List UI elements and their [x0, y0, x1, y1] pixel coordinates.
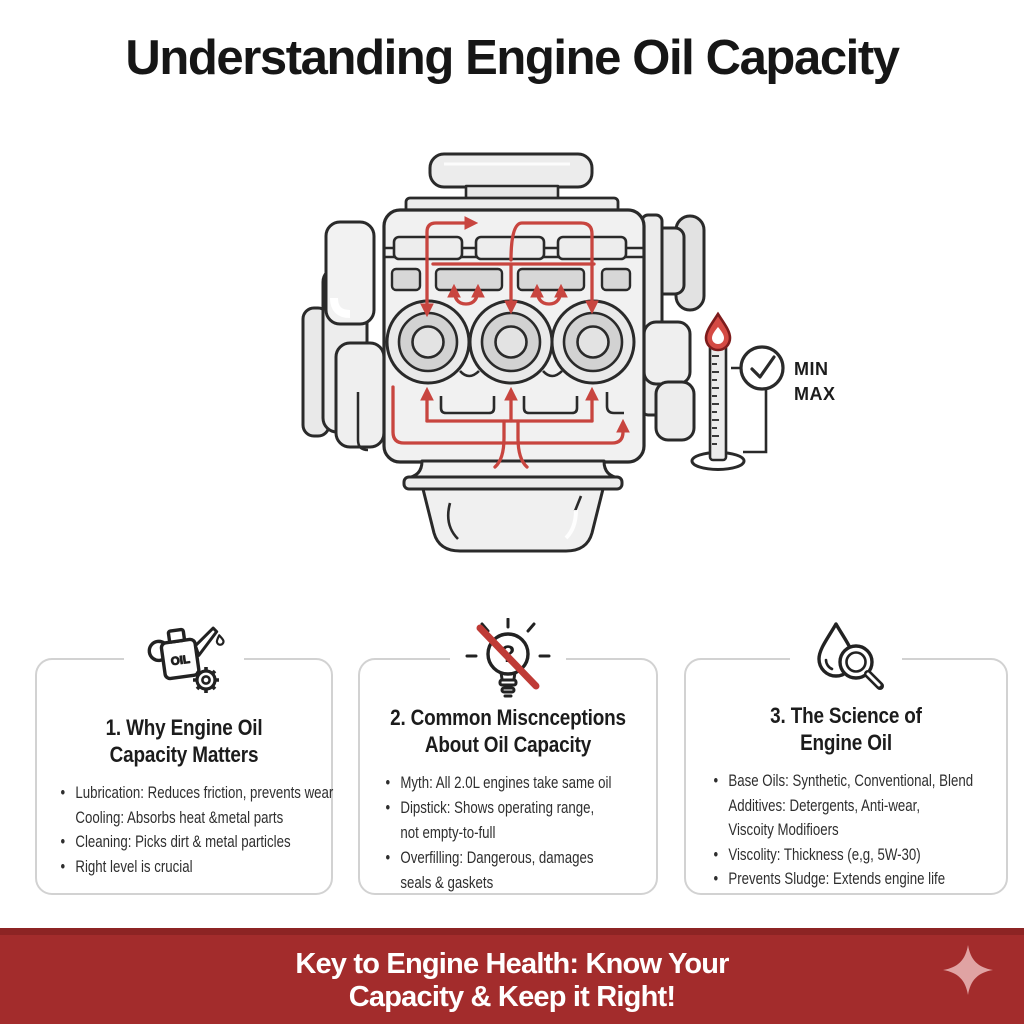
engine-right-attachments — [640, 213, 706, 442]
oil-pan — [402, 459, 624, 553]
bullet-item: Right level is crucial — [59, 855, 363, 880]
card-title: 1. Why Engine Oil Capacity Matters — [105, 715, 263, 767]
oil-level-check: MIN MAX — [731, 345, 836, 454]
card-bullet-list: Lubrication: Reduces friction, prevents … — [59, 781, 363, 879]
dipstick-ticks — [712, 355, 719, 445]
dipstick-min-label: MIN — [794, 359, 829, 379]
card-science-of-engine-oil: 3. The Science of Engine Oil Base Oils: … — [684, 618, 1008, 895]
card-bullet-list: Base Oils: Synthetic, Conventional, Blen… — [712, 769, 1016, 892]
check-circle-icon — [739, 345, 785, 391]
bullet-item: Prevents Sludge: Extends engine life — [712, 867, 1016, 892]
dipstick-max-label: MAX — [794, 384, 836, 404]
engine-left-attachments — [301, 220, 386, 452]
card-bullet-list: Myth: All 2.0L engines take same oil Dip… — [384, 770, 688, 895]
bullet-item: Myth: All 2.0L engines take same oil — [384, 770, 688, 795]
bullet-item: Dipstick: Shows operating range, not emp… — [384, 795, 688, 845]
card-why-capacity-matters: OIL 1. Why Engine Oil Capacity Matters L… — [35, 618, 333, 895]
oil-can-and-gear-icon: OIL — [124, 618, 244, 702]
block-channels — [439, 392, 624, 415]
bullet-item: Viscolity: Thickness (e,g, 5W-30) — [712, 843, 1016, 868]
valve-cover — [404, 152, 620, 215]
min-max-connector — [731, 366, 768, 454]
engine-illustration: MIN MAX — [301, 152, 836, 553]
dipstick — [690, 311, 746, 471]
crossed-lightbulb-icon: ? — [450, 617, 566, 704]
bullet-item: Cleaning: Picks dirt & metal particles — [59, 830, 363, 855]
engine-cylinders — [385, 299, 636, 385]
oil-drop-magnifier-icon — [790, 618, 902, 698]
card-title: 2. Common Miscnceptions About Oil Capaci… — [390, 705, 626, 757]
sparkle-icon — [943, 945, 993, 995]
bullet-item: Cooling: Absorbs heat &metal parts — [75, 807, 284, 827]
card-common-misconceptions: ? 2. Common Miscnceptions About Oil Capa… — [358, 617, 658, 895]
red-slash — [476, 624, 540, 690]
engine-oil-flow-diagram: MIN MAX — [270, 130, 880, 600]
bullet-item: Base Oils: Synthetic, Conventional, Blen… — [712, 769, 1016, 843]
bullet-item: Lubrication: Reduces friction, prevents … — [59, 781, 363, 806]
page-title: Understanding Engine Oil Capacity — [125, 31, 900, 85]
oil-can-label: OIL — [170, 654, 191, 669]
gear-icon — [193, 667, 219, 693]
card-title: 3. The Science of Engine Oil — [770, 703, 922, 755]
bullet-item: Overfilling: Dangerous, damages seals & … — [384, 845, 688, 895]
check-mark-icon — [750, 355, 776, 379]
oil-flow-arrows — [391, 216, 630, 469]
